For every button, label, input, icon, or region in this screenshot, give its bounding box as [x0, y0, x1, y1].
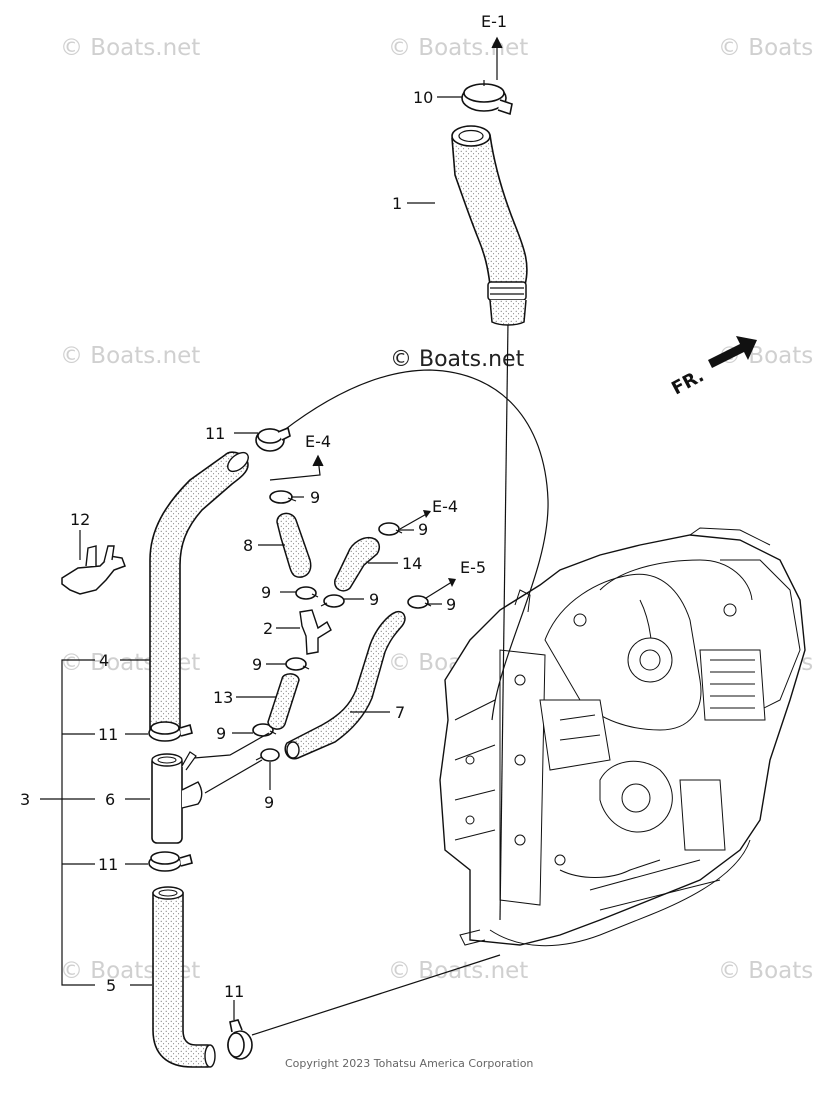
callout-4: 4 — [99, 651, 109, 670]
callout-9: 9 — [310, 488, 320, 507]
ref-label-e4-right: E-4 — [432, 497, 458, 516]
callout-6: 6 — [105, 790, 115, 809]
clamp-part-9 — [204, 748, 280, 794]
clamp-part-9 — [320, 594, 364, 608]
watermark-main: © Boats.net — [390, 347, 525, 372]
callout-13: 13 — [213, 688, 233, 707]
watermark: © Boats.net — [60, 343, 200, 369]
ref-label-e4-top: E-4 — [305, 432, 331, 451]
hose-part-8 — [258, 512, 312, 578]
hose-part-7 — [284, 610, 406, 760]
callout-9: 9 — [252, 655, 262, 674]
callout-12: 12 — [70, 510, 90, 529]
callout-9: 9 — [261, 583, 271, 602]
ref-label-e5: E-5 — [460, 558, 486, 577]
front-direction-label: FR. — [668, 365, 707, 399]
clamp-part-10 — [437, 80, 513, 116]
hose-part-5 — [152, 886, 216, 1068]
leader-lines — [251, 321, 549, 1036]
callout-1: 1 — [392, 194, 402, 213]
watermark: © Boats — [718, 35, 813, 61]
clamp-part-9 — [407, 578, 456, 609]
watermark: © Boats.net — [60, 35, 200, 61]
callout-9: 9 — [418, 520, 428, 539]
callout-7: 7 — [395, 703, 405, 722]
engine-block — [439, 527, 806, 947]
callout-11: 11 — [98, 855, 118, 874]
callout-3: 3 — [20, 790, 30, 809]
watermark: © Boats.net — [388, 35, 528, 61]
callout-2: 2 — [263, 619, 273, 638]
callout-14: 14 — [402, 554, 422, 573]
watermark: © Boats — [718, 958, 813, 984]
assembly-bracket-3 — [40, 659, 152, 986]
callout-9: 9 — [446, 595, 456, 614]
callout-11: 11 — [224, 982, 244, 1001]
callout-10: 10 — [413, 88, 433, 107]
callout-11: 11 — [98, 725, 118, 744]
clamp-part-11-bottom — [227, 1000, 253, 1060]
copyright-notice: Copyright 2023 Tohatsu America Corporati… — [285, 1057, 533, 1070]
callout-labels: E-1 10 1 11 E-4 12 9 E-4 9 8 14 E-5 9 9 … — [20, 12, 507, 1001]
clamp-part-9 — [378, 510, 431, 536]
clamp-part-9 — [193, 723, 277, 759]
hose-part-14 — [334, 536, 398, 592]
hose-part-13 — [236, 673, 300, 730]
ref-arrow-e1 — [491, 36, 503, 80]
hose-part-4 — [149, 451, 249, 736]
bracket-part-12 — [61, 530, 126, 595]
watermark: © Boats.net — [388, 958, 528, 984]
clamp-part-9 — [280, 586, 319, 600]
callout-9: 9 — [369, 590, 379, 609]
clamp-part-9 — [269, 490, 304, 504]
clamp-part-11-upper — [234, 426, 291, 452]
callout-5: 5 — [106, 976, 116, 995]
callout-8: 8 — [243, 536, 253, 555]
clamp-part-11-middle — [125, 721, 193, 742]
clamp-part-11-lower — [125, 851, 193, 872]
ref-label-e1: E-1 — [481, 12, 507, 31]
joint-part-6 — [125, 751, 203, 844]
ref-arrow-e4-top — [269, 454, 324, 481]
callout-9: 9 — [216, 724, 226, 743]
joint-part-2 — [276, 609, 332, 655]
callout-11: 11 — [205, 424, 225, 443]
clamp-part-9 — [266, 657, 310, 671]
callout-9: 9 — [264, 793, 274, 812]
hose-part-1 — [407, 125, 528, 326]
